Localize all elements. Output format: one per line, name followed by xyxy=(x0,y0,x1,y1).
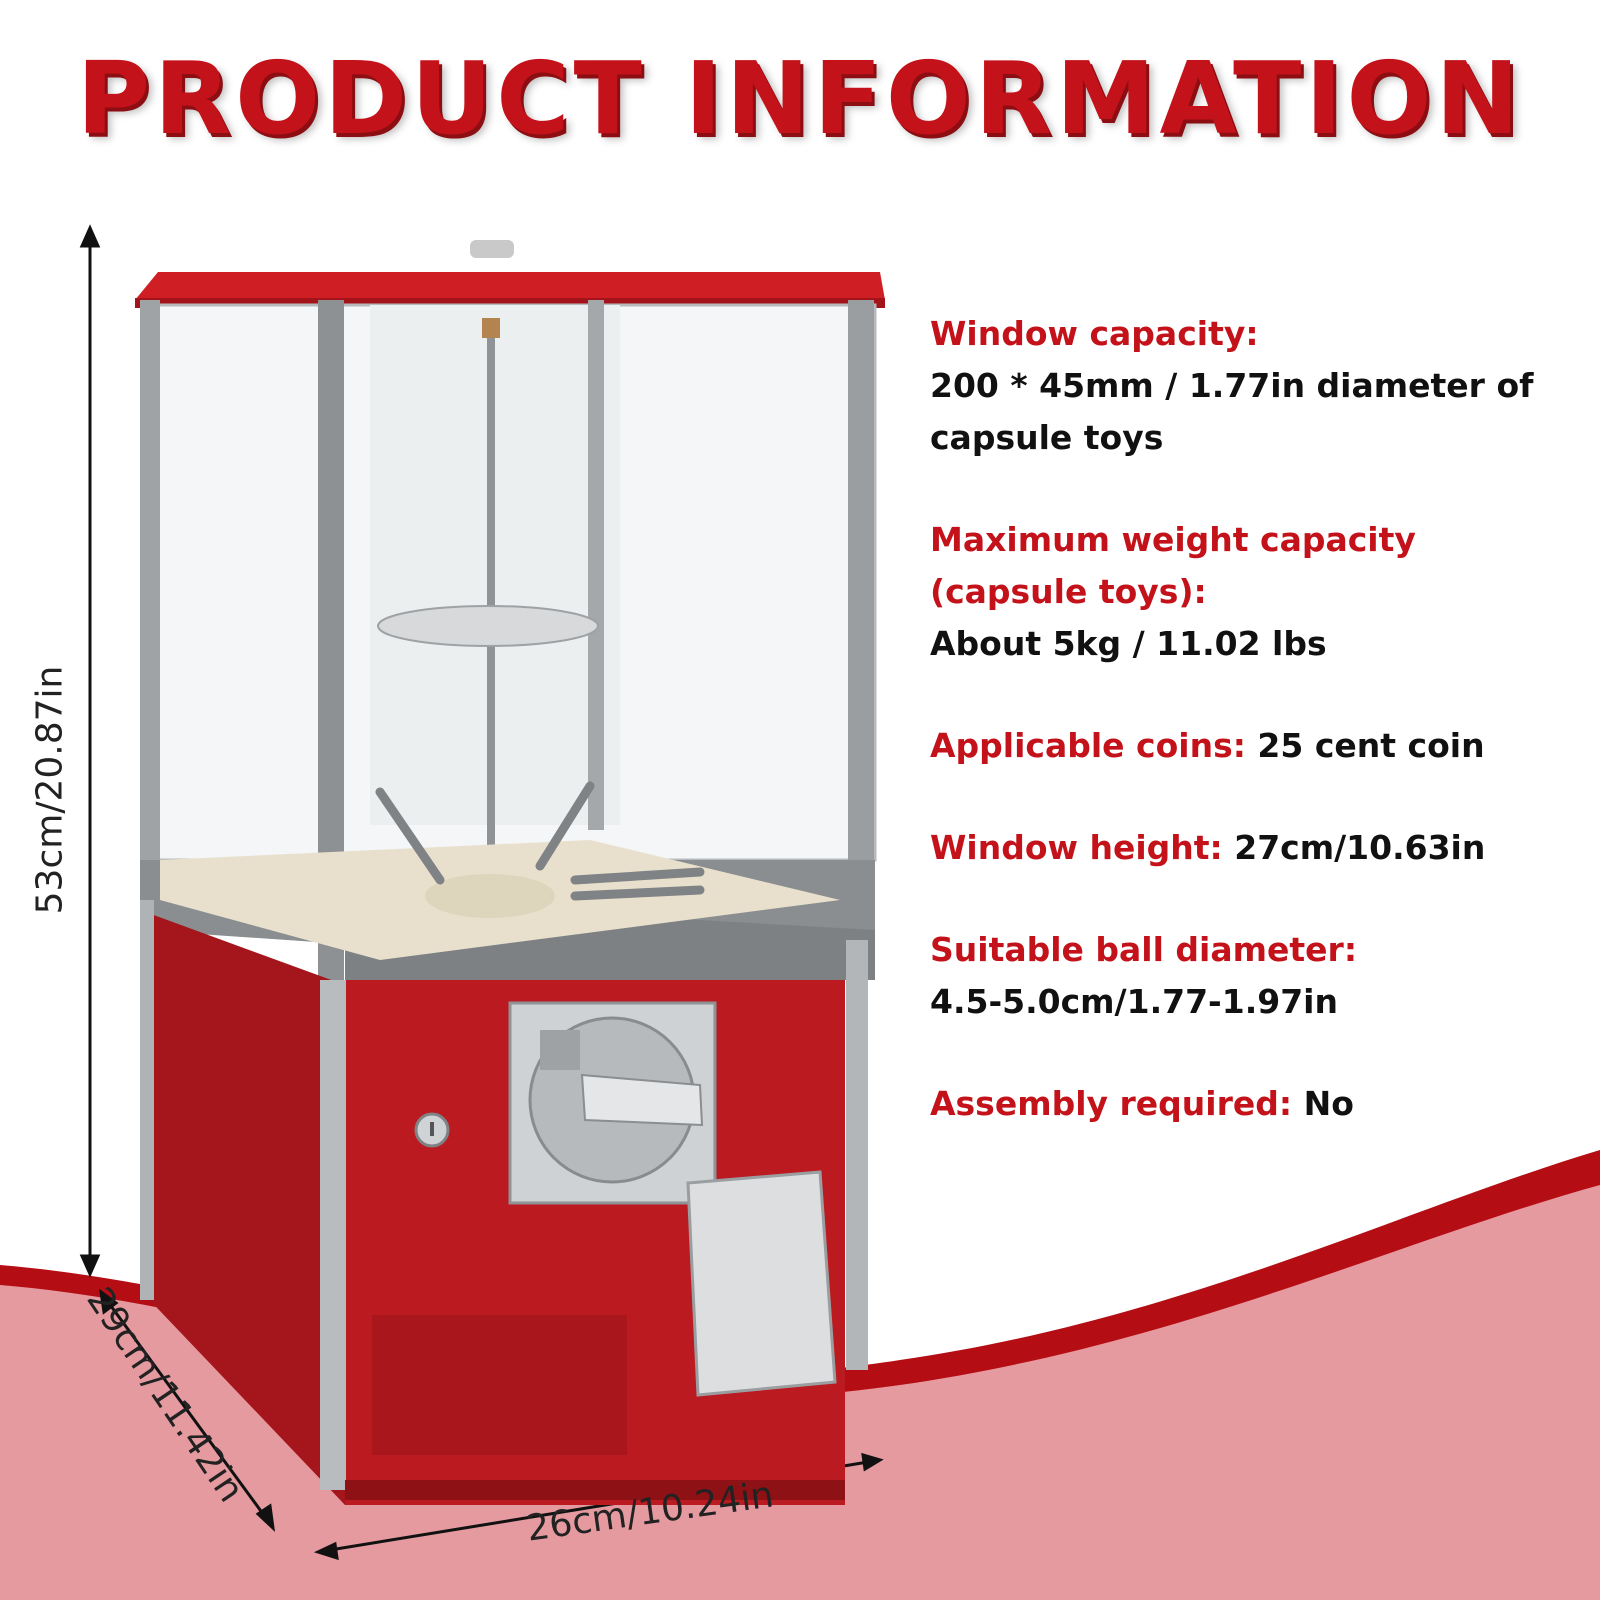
spec-value: 25 cent coin xyxy=(1257,726,1485,765)
spec-label: Window capacity: xyxy=(930,314,1259,353)
page-title: PRODUCT INFORMATION xyxy=(76,40,1524,157)
spec-window-capacity: Window capacity: 200 * 45mm / 1.77in dia… xyxy=(930,308,1580,464)
spec-applicable-coins: Applicable coins: 25 cent coin xyxy=(930,720,1580,772)
spec-list: Window capacity: 200 * 45mm / 1.77in dia… xyxy=(930,308,1580,1180)
spec-value: About 5kg / 11.02 lbs xyxy=(930,624,1327,663)
spec-label: Applicable coins: xyxy=(930,726,1246,765)
height-dimension-label: 53cm/20.87in xyxy=(29,665,71,915)
spec-value: 4.5-5.0cm/1.77-1.97in xyxy=(930,982,1338,1021)
spec-label: Window height: xyxy=(930,828,1223,867)
spec-value: No xyxy=(1303,1084,1354,1123)
spec-value: 27cm/10.63in xyxy=(1234,828,1486,867)
spec-window-height: Window height: 27cm/10.63in xyxy=(930,822,1580,874)
spec-label: Suitable ball diameter: xyxy=(930,930,1358,969)
spec-ball-diameter: Suitable ball diameter: 4.5-5.0cm/1.77-1… xyxy=(930,924,1580,1028)
spec-label: Assembly required: xyxy=(930,1084,1293,1123)
spec-assembly: Assembly required: No xyxy=(930,1078,1580,1130)
spec-label: Maximum weight capacity (capsule toys): xyxy=(930,520,1416,611)
spec-max-weight: Maximum weight capacity (capsule toys): … xyxy=(930,514,1580,670)
spec-value: 200 * 45mm / 1.77in diameter of capsule … xyxy=(930,366,1534,457)
